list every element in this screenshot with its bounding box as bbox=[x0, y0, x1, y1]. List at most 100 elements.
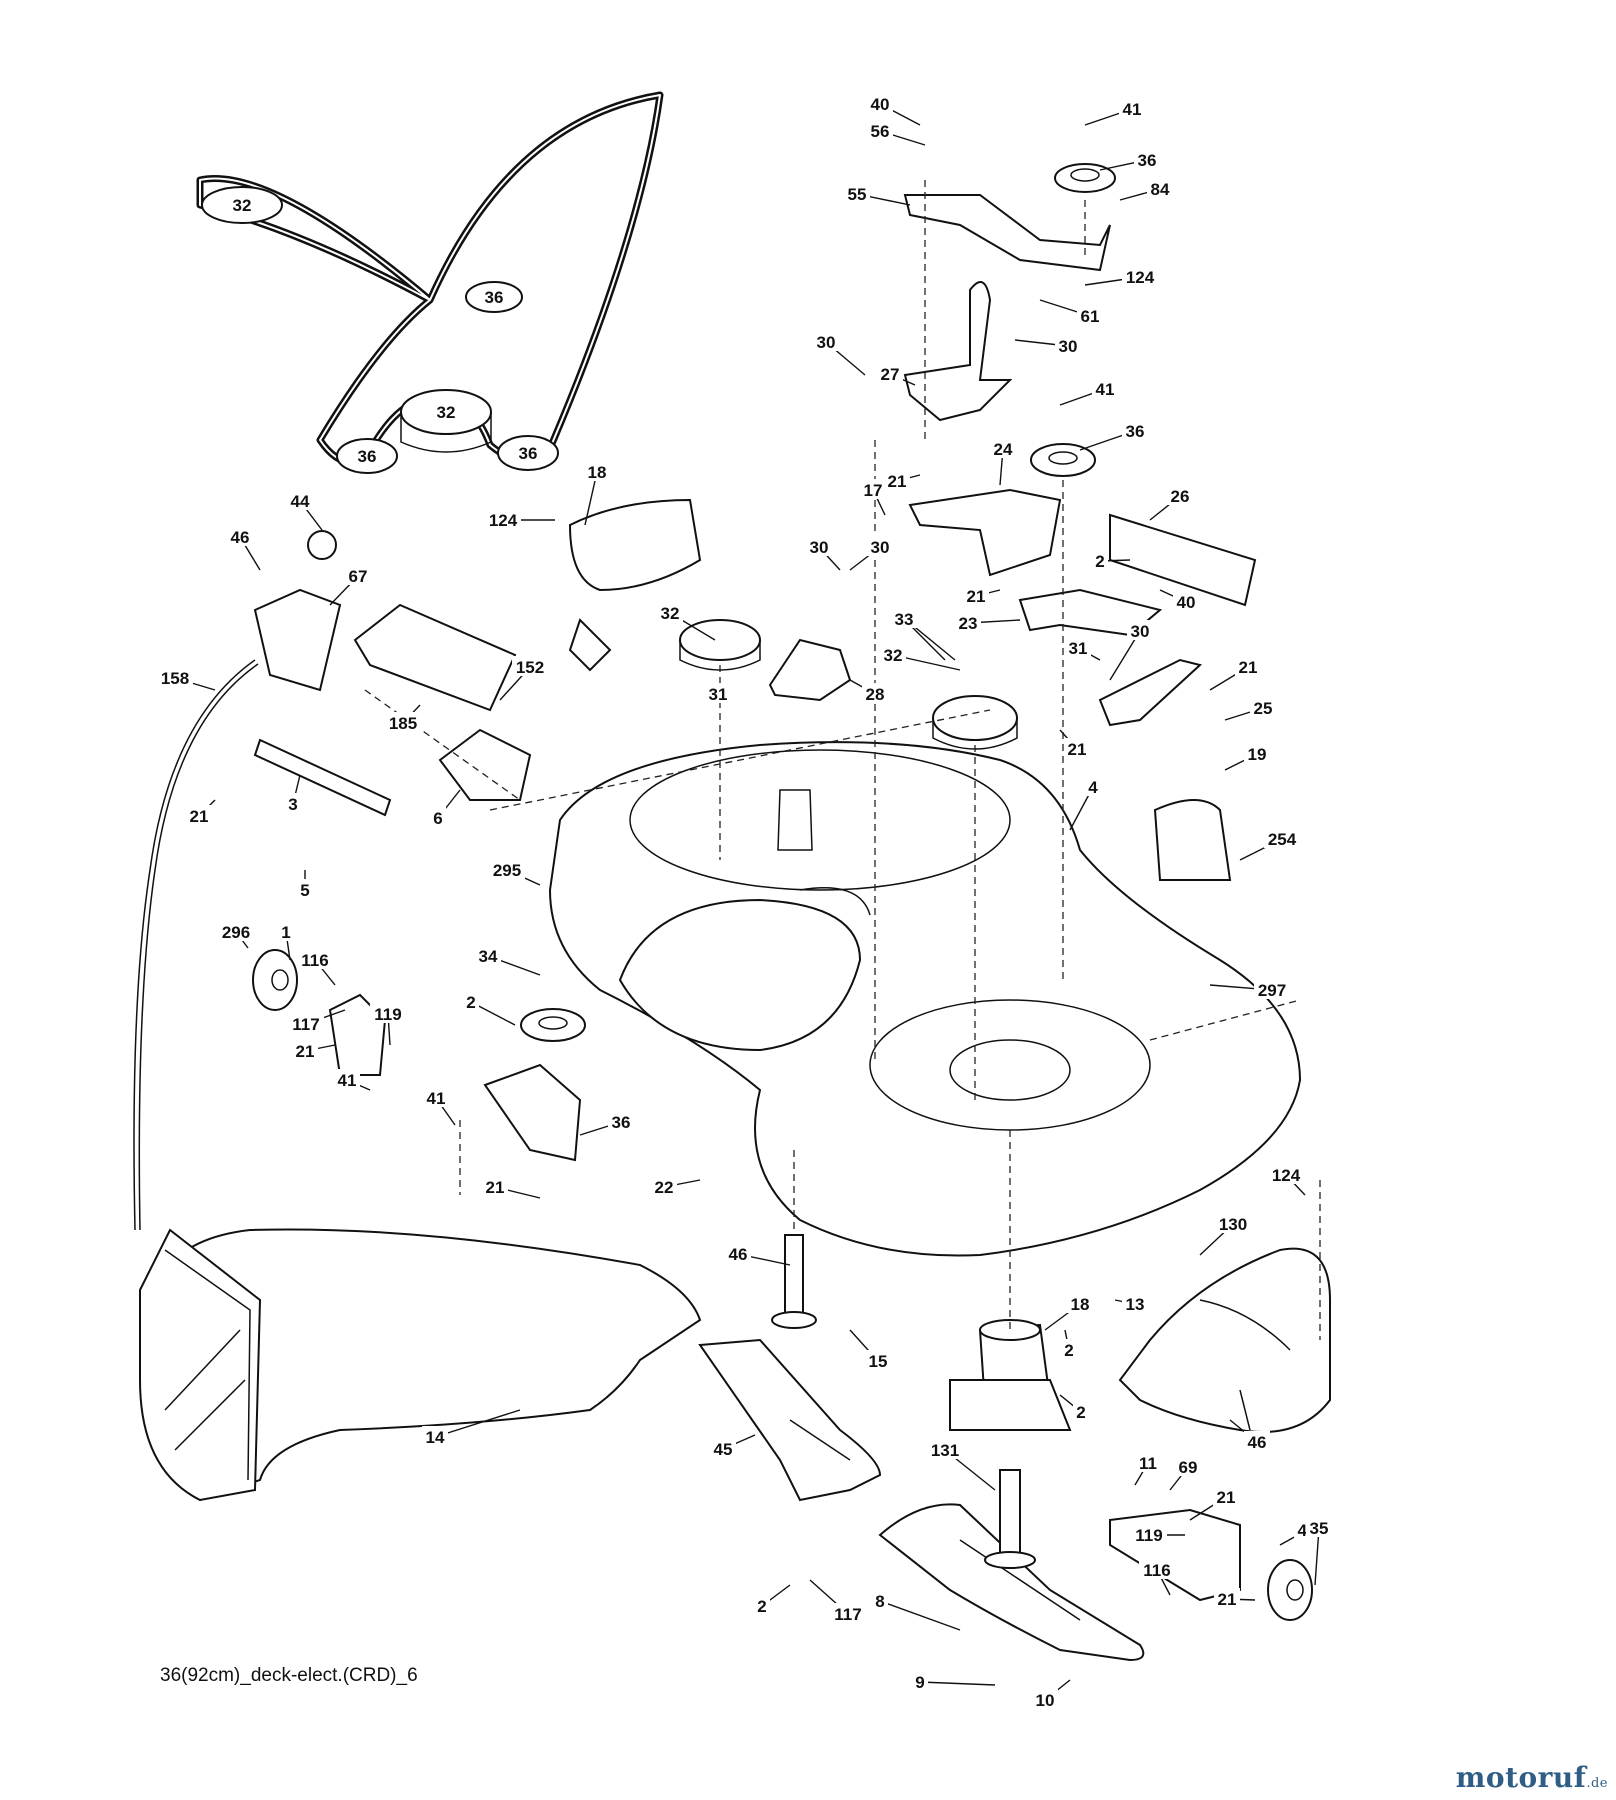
deck-housing bbox=[548, 741, 1302, 1257]
callout-number: 40 bbox=[1177, 593, 1196, 612]
callout-bg bbox=[1077, 305, 1103, 325]
callout-bg bbox=[1235, 656, 1261, 676]
callout-bg bbox=[1173, 591, 1199, 611]
callout-bg bbox=[844, 183, 870, 203]
callout-21: 21 bbox=[1209, 656, 1261, 691]
callout-30: 30 bbox=[1014, 335, 1081, 356]
callout-number: 15 bbox=[869, 1352, 888, 1371]
callout-number: 28 bbox=[866, 685, 885, 704]
callout-number: 19 bbox=[1248, 745, 1267, 764]
callout-leader bbox=[1314, 1527, 1320, 1586]
belt-pulley-36-right: 36 bbox=[497, 435, 559, 471]
callout-number: 9 bbox=[915, 1673, 924, 1692]
svg-text:36: 36 bbox=[358, 447, 377, 466]
callout-26: 26 bbox=[1149, 485, 1193, 521]
callout-33: 33 bbox=[891, 608, 946, 661]
callout-bg bbox=[1213, 1486, 1239, 1506]
callout-number: 21 bbox=[967, 587, 986, 606]
bracket-25 bbox=[1098, 658, 1203, 727]
bracket-35 bbox=[1109, 1508, 1241, 1602]
callout-bg bbox=[990, 438, 1016, 458]
callout-bg bbox=[1167, 485, 1193, 505]
callout-bg bbox=[1073, 1401, 1089, 1421]
callout-84: 84 bbox=[1119, 178, 1173, 201]
callout-5: 5 bbox=[297, 870, 313, 900]
callout-40: 40 bbox=[867, 93, 921, 126]
callout-36: 36 bbox=[1079, 420, 1148, 451]
callout-bg bbox=[1122, 1293, 1148, 1313]
callout-21: 21 bbox=[292, 1040, 336, 1061]
callout-number: 124 bbox=[1126, 268, 1155, 287]
callout-bg bbox=[288, 1013, 324, 1033]
bracket-27 bbox=[903, 281, 1013, 422]
callout-41: 41 bbox=[334, 1069, 371, 1091]
callout-67: 67 bbox=[329, 565, 371, 606]
callout-bg bbox=[867, 536, 893, 556]
callout-number: 24 bbox=[994, 440, 1013, 459]
bracket-26 bbox=[1109, 513, 1257, 607]
callout-119: 119 bbox=[1131, 1524, 1185, 1545]
callout-bg bbox=[227, 526, 253, 546]
callout-number: 46 bbox=[231, 528, 250, 547]
callout-number: 158 bbox=[161, 669, 189, 688]
callout-2: 2 bbox=[463, 991, 516, 1026]
callout-number: 55 bbox=[848, 185, 867, 204]
callout-bg bbox=[1055, 335, 1081, 355]
bracket-4 bbox=[438, 728, 532, 801]
callout-30: 30 bbox=[806, 536, 841, 571]
callout-36: 36 bbox=[1099, 149, 1160, 171]
callout-number: 21 bbox=[1239, 658, 1258, 677]
callout-bg bbox=[297, 879, 313, 899]
callout-bg bbox=[1147, 178, 1173, 198]
spindle-housing bbox=[949, 1319, 1072, 1431]
callout-bg bbox=[430, 807, 446, 827]
callout-number: 44 bbox=[291, 492, 310, 511]
callout-number: 2 bbox=[1076, 1403, 1085, 1422]
callout-bg bbox=[157, 667, 193, 687]
brand-name: motoruf bbox=[1455, 1761, 1587, 1794]
callout-bg bbox=[345, 565, 371, 585]
callout-number: 26 bbox=[1171, 487, 1190, 506]
callout-41: 41 bbox=[423, 1087, 456, 1126]
callout-32: 32 bbox=[657, 602, 716, 641]
callout-24: 24 bbox=[990, 438, 1016, 486]
cable-152 bbox=[133, 659, 259, 1231]
callout-31: 31 bbox=[1065, 637, 1101, 661]
callout-number: 35 bbox=[1310, 1519, 1329, 1538]
brand-suffix: .de bbox=[1586, 1776, 1608, 1791]
callout-297: 297 bbox=[1209, 979, 1290, 1000]
callout-bg bbox=[963, 585, 989, 605]
pulley-right-mid bbox=[1030, 443, 1096, 477]
callout-number: 21 bbox=[888, 472, 907, 491]
callout-25: 25 bbox=[1224, 697, 1276, 721]
svg-text:32: 32 bbox=[437, 403, 456, 422]
alignment-lines bbox=[364, 180, 1321, 1340]
callout-6: 6 bbox=[430, 789, 461, 828]
callout-41: 41 bbox=[1084, 98, 1145, 126]
callout-bg bbox=[955, 612, 981, 632]
callout-bg bbox=[710, 1438, 736, 1458]
callout-46: 46 bbox=[1229, 1419, 1270, 1452]
callout-44: 44 bbox=[287, 490, 323, 531]
callout-bg bbox=[1131, 1524, 1167, 1544]
callout-number: 296 bbox=[222, 923, 250, 942]
callout-number: 25 bbox=[1254, 699, 1273, 718]
callout-bg bbox=[422, 1426, 448, 1446]
callout-21: 21 bbox=[963, 585, 1001, 606]
callout-bg bbox=[608, 1111, 634, 1131]
callout-number: 13 bbox=[1126, 1295, 1145, 1314]
callout-number: 21 bbox=[486, 1178, 505, 1197]
callout-21: 21 bbox=[186, 799, 216, 826]
callout-30: 30 bbox=[1109, 620, 1153, 681]
callout-bg bbox=[884, 470, 910, 490]
callout-bg bbox=[1250, 697, 1276, 717]
callout-number: 116 bbox=[301, 951, 328, 970]
callout-21: 21 bbox=[884, 470, 921, 491]
callout-number: 36 bbox=[612, 1113, 631, 1132]
callout-bg bbox=[1215, 1213, 1251, 1233]
belt-pulley-36-left: 36 bbox=[336, 438, 398, 474]
callout-bg bbox=[482, 1176, 508, 1196]
callout-number: 152 bbox=[516, 658, 544, 677]
callout-4: 4 bbox=[1069, 776, 1101, 831]
callout-number: 61 bbox=[1081, 307, 1100, 326]
